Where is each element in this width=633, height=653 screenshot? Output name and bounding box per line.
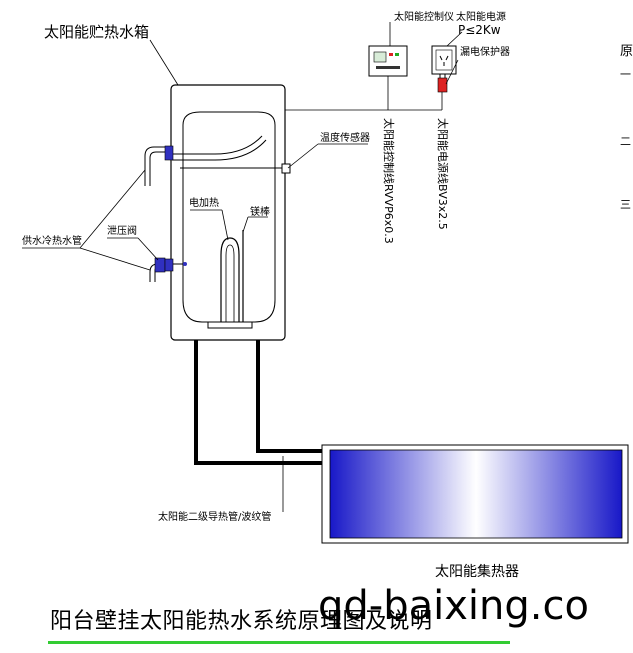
heater-label: 电加热 — [189, 196, 219, 209]
supply-leader-2 — [79, 247, 151, 271]
tank-label: 太阳能贮热水箱 — [44, 23, 149, 41]
magnesium-rod-label: 镁棒 — [250, 205, 270, 218]
side-item-3: 三 — [620, 198, 631, 211]
collector-label: 太阳能集热器 — [435, 563, 519, 580]
controller-led-red — [389, 53, 393, 56]
leakage-leader — [445, 59, 459, 85]
control-cable-label: 太阳能控制线RVVP6x0.3 — [382, 118, 396, 244]
socket-pin-1 — [439, 55, 443, 61]
tank-casing — [170, 84, 286, 341]
side-item-1: 一 — [620, 68, 631, 81]
sensor-leader — [287, 143, 319, 169]
watermark: qd-baixing.co — [318, 583, 589, 629]
power-source-label: 太阳能电源 — [456, 10, 506, 23]
collector-panel — [329, 449, 623, 539]
controller-display — [373, 51, 387, 63]
controller-button-bar — [376, 66, 400, 69]
circulation-pipe-outer — [194, 340, 323, 465]
valve-leader — [137, 237, 159, 261]
temp-sensor-head — [281, 163, 291, 174]
title-underline — [48, 641, 510, 644]
circulation-pipe-inner — [256, 340, 323, 453]
socket-pin-2 — [445, 55, 449, 61]
inner-hot-pipe — [172, 135, 263, 155]
side-item-2: 二 — [620, 135, 631, 148]
heater-leader-2 — [221, 209, 229, 241]
supply-pipes-label: 供水冷热水管 — [22, 234, 82, 247]
controller-label: 太阳能控制仪 — [394, 10, 454, 23]
temp-sensor-label: 温度传感器 — [320, 131, 370, 144]
hot-outlet-pipe-2 — [144, 146, 172, 186]
power-cable-label: 太阳能电源线BV3x2.5 — [436, 118, 450, 230]
hot-outlet-fitting — [164, 145, 174, 161]
side-heading: 原 — [620, 44, 633, 59]
circulation-pipe-label: 太阳能二级导热管/波纹管 — [158, 510, 271, 523]
valve-knob — [183, 262, 187, 266]
socket-inner — [435, 49, 453, 71]
power-rating-label: P≤2Kw — [458, 23, 501, 37]
rod-leader-2 — [242, 216, 249, 233]
leakage-protector-label: 漏电保护器 — [460, 45, 510, 58]
pressure-valve-label: 泄压阀 — [107, 224, 137, 237]
pressure-valve-body — [154, 257, 166, 273]
controller-led-green — [395, 53, 399, 56]
hot-outlet-pipe — [149, 151, 172, 186]
leakage-protector-plug — [437, 77, 448, 93]
cold-inlet-fitting — [164, 258, 174, 272]
electric-heater — [220, 237, 240, 322]
inner-hot-pipe-2 — [172, 139, 267, 161]
electric-heater-inner — [225, 244, 235, 322]
tank-leader — [149, 39, 179, 86]
heater-flange — [207, 321, 253, 329]
diagram-title: 阳台壁挂太阳能热水系统原理图及说明 — [50, 609, 433, 634]
supply-leader-1 — [79, 169, 146, 249]
socket-leader — [446, 31, 463, 47]
tank-liner — [182, 111, 276, 323]
